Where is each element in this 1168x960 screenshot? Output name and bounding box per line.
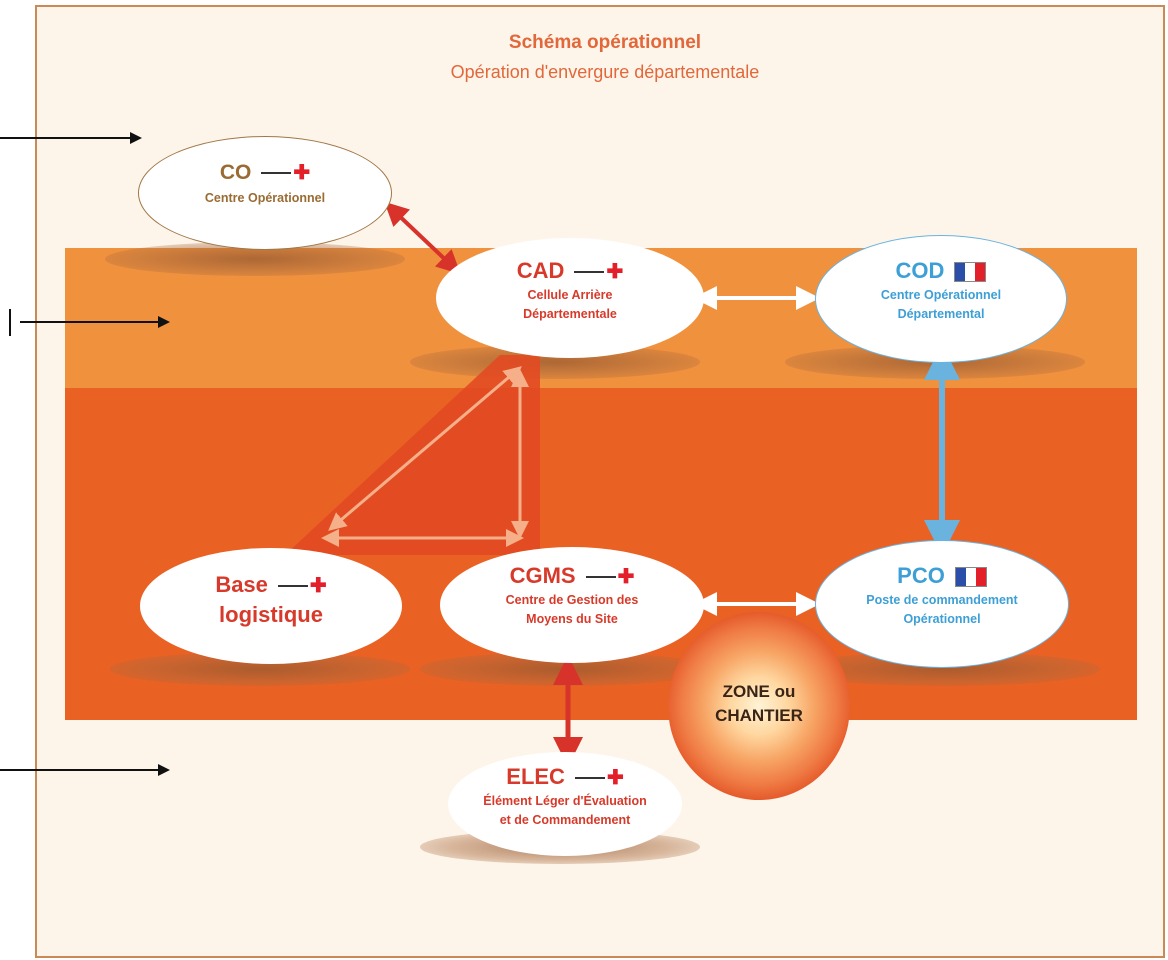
co-abbr: CO bbox=[219, 161, 252, 184]
cgms-node: CGMS ✚ Centre de Gestion des Moyens du Si… bbox=[440, 547, 704, 663]
cod-desc-line2: Départemental bbox=[897, 307, 985, 321]
cad-desc-line2: Départementale bbox=[523, 307, 617, 321]
french-republic-flag-icon bbox=[954, 567, 987, 588]
co-abbr-line: CO ✚ bbox=[139, 161, 391, 185]
co-desc: Centre Opérationnel bbox=[204, 191, 326, 205]
cad-abbr: CAD bbox=[516, 258, 565, 283]
zone-line2: CHANTIER bbox=[715, 706, 803, 725]
cad-base-arrow bbox=[328, 366, 522, 531]
pco-abbr: PCO bbox=[897, 563, 945, 588]
red-cross-logo-line bbox=[574, 271, 605, 274]
red-cross-icon: ✚ bbox=[293, 162, 311, 185]
zone-chantier-target: ZONE ou CHANTIER bbox=[668, 612, 850, 800]
cad-desc-line1: Cellule Arrière bbox=[527, 288, 613, 302]
cad-node: CAD ✚ Cellule Arrière Départementale bbox=[436, 238, 704, 358]
red-cross-icon: ✚ bbox=[606, 261, 624, 284]
base-abbr-line2: logistique bbox=[219, 602, 323, 627]
cod-abbr-line: COD bbox=[816, 258, 1066, 284]
elec-abbr: ELEC bbox=[506, 764, 565, 789]
cgms-desc-line2: Moyens du Site bbox=[526, 612, 618, 626]
cod-desc-line1: Centre Opérationnel bbox=[880, 288, 1002, 302]
base-abbr-line1: Base bbox=[215, 572, 268, 597]
pco-node: PCO Poste de commandement Opérationnel bbox=[815, 540, 1069, 668]
pco-desc-line2: Opérationnel bbox=[903, 612, 981, 626]
elec-desc-line1: Élément Léger d'Évaluation bbox=[483, 794, 647, 808]
pco-abbr-line: PCO bbox=[816, 563, 1068, 589]
base-abbr-line: Base ✚ bbox=[140, 572, 402, 598]
red-cross-logo-line bbox=[585, 576, 616, 579]
red-cross-logo-line bbox=[574, 777, 605, 780]
red-cross-logo-line bbox=[277, 585, 308, 588]
base-logistique-node: Base ✚ logistique bbox=[140, 548, 402, 664]
cgms-abbr-line: CGMS ✚ bbox=[440, 563, 704, 589]
red-cross-icon: ✚ bbox=[309, 575, 327, 598]
red-cross-icon: ✚ bbox=[617, 566, 635, 589]
french-republic-flag-icon bbox=[954, 262, 987, 283]
cod-node: COD Centre Opérationnel Départemental bbox=[815, 235, 1067, 363]
co-node: CO ✚ Centre Opérationnel bbox=[138, 136, 392, 250]
cad-abbr-line: CAD ✚ bbox=[436, 258, 704, 284]
cgms-desc-line1: Centre de Gestion des bbox=[505, 593, 639, 607]
zone-line1: ZONE ou bbox=[722, 682, 796, 701]
red-cross-logo-line bbox=[261, 172, 292, 175]
pco-desc-line1: Poste de commandement bbox=[866, 593, 1018, 607]
cgms-abbr: CGMS bbox=[509, 563, 576, 588]
cod-abbr: COD bbox=[895, 258, 945, 283]
elec-desc-line2: et de Commandement bbox=[499, 813, 631, 827]
diagram-subtitle: Opération d'envergure départementale bbox=[450, 62, 760, 82]
red-cross-icon: ✚ bbox=[606, 767, 624, 790]
elec-abbr-line: ELEC ✚ bbox=[448, 764, 682, 790]
diagram-title: Schéma opérationnel bbox=[508, 32, 702, 53]
elec-node: ELEC ✚ Élément Léger d'Évaluation et de C… bbox=[448, 752, 682, 856]
co-cad-arrow bbox=[384, 201, 461, 275]
